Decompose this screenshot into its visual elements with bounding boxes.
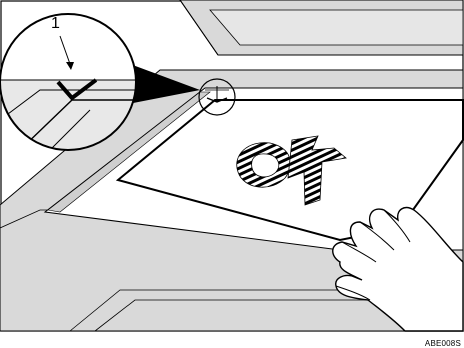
magnifier-icon xyxy=(0,14,136,150)
callout-number: 1 xyxy=(51,16,60,32)
figure-code: ABE008S xyxy=(425,340,461,348)
